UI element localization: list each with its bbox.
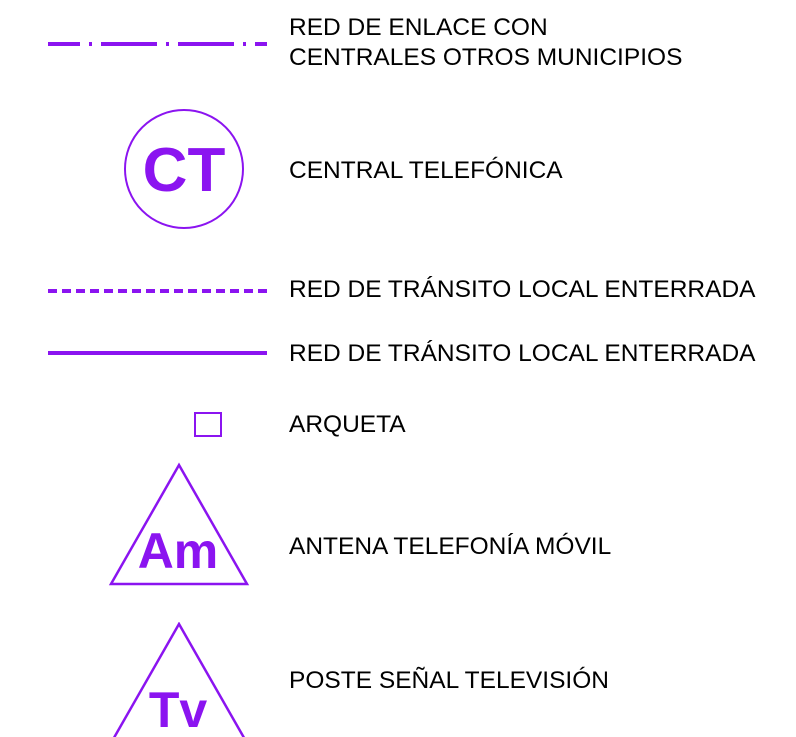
- poste-tv-symbol-text: Tv: [149, 682, 208, 737]
- arqueta-symbol: [194, 412, 222, 438]
- poste-tv-symbol: Tv: [108, 622, 250, 737]
- central-telefonica-symbol: CT: [123, 108, 245, 230]
- legend-label-red-enlace: RED DE ENLACE CON CENTRALES OTROS MUNICI…: [289, 14, 683, 71]
- legend-label-red-transito-solid: RED DE TRÁNSITO LOCAL ENTERRADA: [289, 340, 756, 367]
- legend-label-poste-tv: POSTE SEÑAL TELEVISIÓN: [289, 667, 609, 694]
- dash-dot-line-symbol: [48, 38, 268, 50]
- antena-movil-symbol: Am: [108, 462, 250, 587]
- legend-label-arqueta: ARQUETA: [289, 411, 406, 438]
- legend-label-central-telefonica: CENTRAL TELEFÓNICA: [289, 157, 563, 184]
- legend-label-red-transito-dashed: RED DE TRÁNSITO LOCAL ENTERRADA: [289, 276, 756, 303]
- legend-label-antena-movil: ANTENA TELEFONÍA MÓVIL: [289, 533, 612, 560]
- antena-movil-symbol-text: Am: [138, 523, 219, 579]
- central-telefonica-symbol-text: CT: [143, 136, 226, 205]
- dashed-line-symbol: [48, 285, 268, 297]
- solid-line-symbol: [48, 347, 268, 359]
